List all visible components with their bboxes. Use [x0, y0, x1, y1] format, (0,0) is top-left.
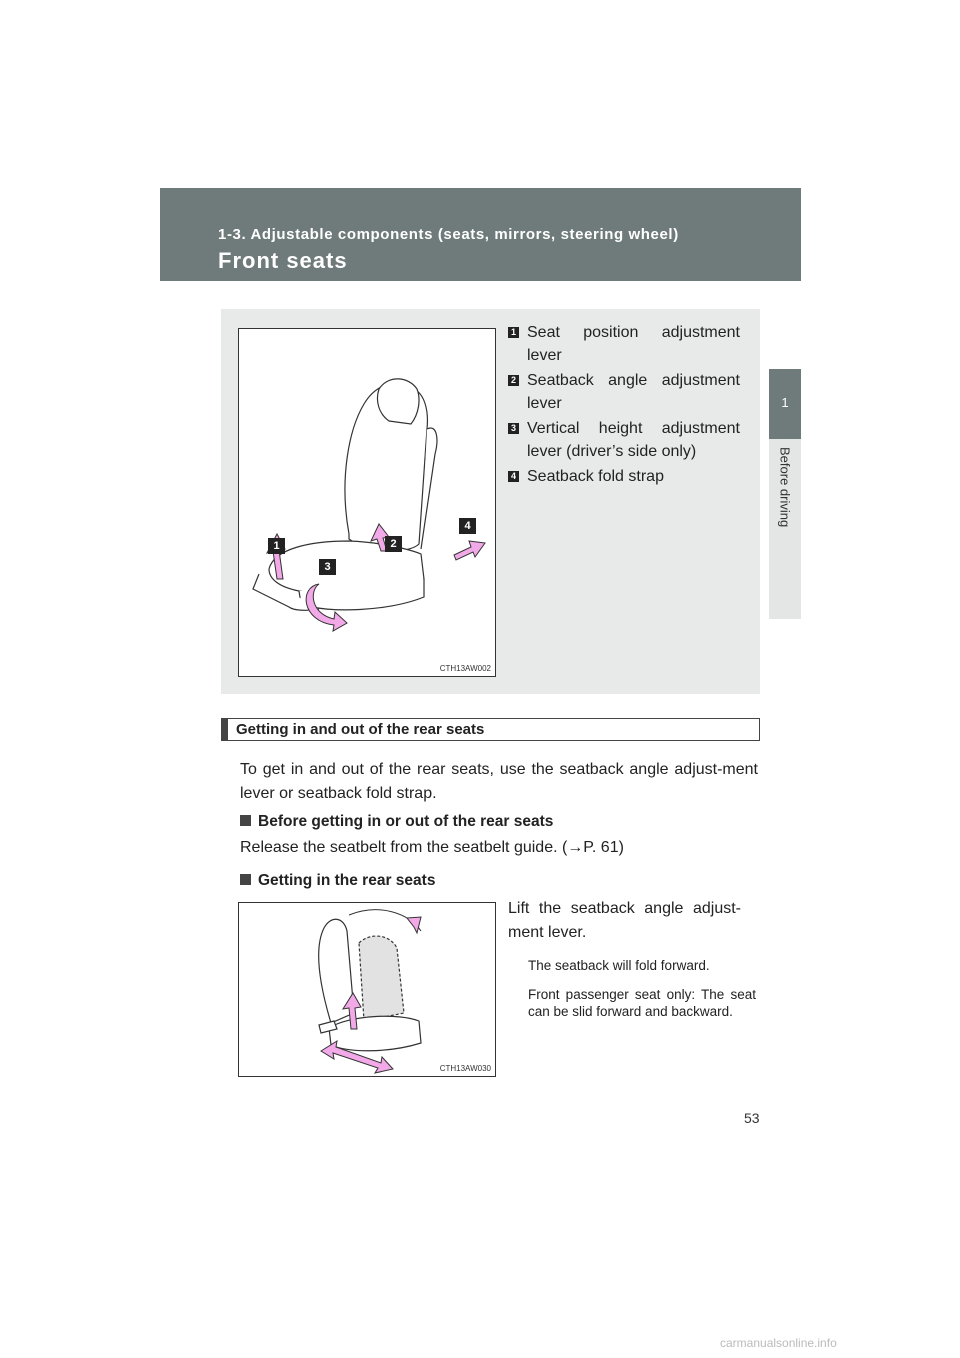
figure-code: CTH13AW002 — [439, 664, 491, 673]
seat-figure: 1 2 3 4 CTH13AW002 — [238, 328, 496, 677]
chapter-tab: 1 — [769, 369, 801, 439]
legend-badge: 1 — [508, 327, 519, 338]
callout-1: 1 — [268, 538, 285, 554]
figure-code: CTH13AW030 — [439, 1064, 491, 1073]
callout-3: 3 — [319, 559, 336, 575]
chapter-tab-label-box: Before driving — [769, 439, 801, 619]
chapter-number: 1 — [781, 395, 789, 410]
legend-item: 4 Seatback fold strap — [508, 465, 740, 488]
section-title: 1-3. Adjustable components (seats, mirro… — [218, 226, 679, 243]
section-heading-text: Getting in and out of the rear seats — [236, 721, 485, 738]
page-number: 53 — [744, 1110, 760, 1126]
heading-bar — [222, 719, 228, 740]
square-bullet-icon — [240, 815, 251, 826]
legend-text: Seatback angle adjustment lever — [527, 372, 740, 412]
fold-figure: CTH13AW030 — [238, 902, 496, 1077]
page-title: Front seats — [218, 248, 348, 273]
legend-item: 2 Seatback angle adjustment lever — [508, 369, 740, 415]
legend-item: 1 Seat position adjustment lever — [508, 321, 740, 367]
section-heading: Getting in and out of the rear seats — [221, 718, 760, 741]
subsection-title: Before getting in or out of the rear sea… — [258, 813, 554, 830]
note-text: Front passenger seat only: The seat can … — [528, 987, 756, 1019]
legend-badge: 2 — [508, 375, 519, 386]
seat-illustration — [252, 378, 486, 632]
subsection-heading: Before getting in or out of the rear sea… — [240, 813, 553, 831]
subsection-title: Getting in the rear seats — [258, 872, 436, 889]
chapter-header: 1-3. Adjustable components (seats, mirro… — [160, 188, 801, 281]
legend-text: Seatback fold strap — [527, 468, 664, 485]
square-bullet-icon — [240, 874, 251, 885]
legend-badge: 4 — [508, 471, 519, 482]
note-text: The seatback will fold forward. — [528, 958, 710, 973]
subsection-heading: Getting in the rear seats — [240, 872, 435, 890]
legend-text: Seat position adjustment lever — [527, 324, 740, 364]
watermark: carmanualsonline.info — [720, 1336, 837, 1350]
intro-paragraph: To get in and out of the rear seats, use… — [240, 761, 758, 802]
legend-item: 3 Vertical height adjustment lever (drive… — [508, 417, 740, 463]
subsection-text: Release the seatbelt from the seatbelt g… — [240, 839, 624, 856]
chapter-label: Before driving — [777, 447, 793, 528]
legend-badge: 3 — [508, 423, 519, 434]
callout-2: 2 — [385, 536, 402, 552]
callout-4: 4 — [459, 518, 476, 534]
fold-illustration — [318, 909, 422, 1074]
legend-text: Vertical height adjustment lever (driver… — [527, 420, 740, 460]
instruction-text: Lift the seatback angle adjust-ment leve… — [508, 900, 741, 941]
